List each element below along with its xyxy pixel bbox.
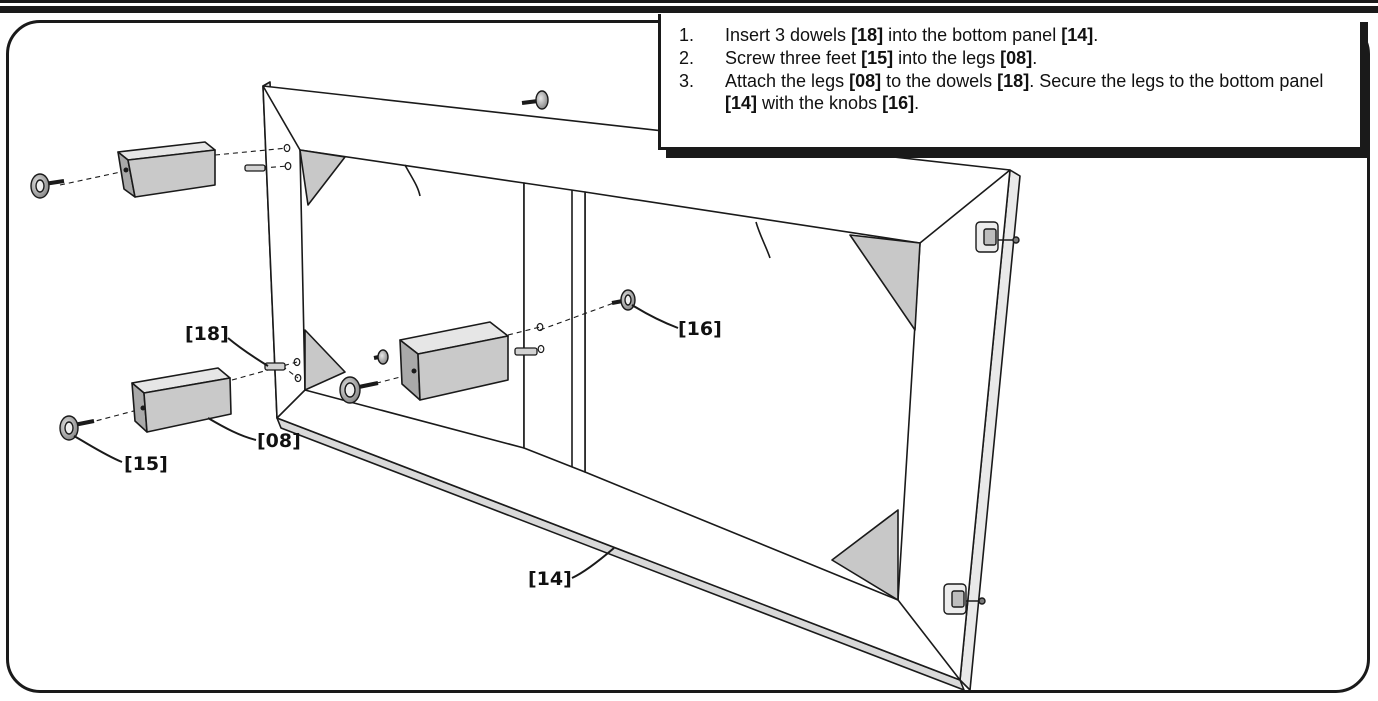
step-text-fragment: Insert 3 dowels [725, 25, 851, 45]
step-text: Insert 3 dowels [18] into the bottom pan… [725, 24, 1344, 46]
knob [612, 290, 635, 310]
dowel-hole [285, 163, 291, 170]
callout-bottom-panel-label: [14] [528, 568, 572, 590]
step-number: 3. [679, 70, 725, 114]
step-text-fragment: . [1093, 25, 1098, 45]
knob [340, 377, 378, 403]
instruction-step: 2.Screw three feet [15] into the legs [0… [679, 47, 1344, 69]
step-text-fragment: into the legs [893, 48, 1000, 68]
corner-block [300, 150, 345, 205]
step-text: Attach the legs [08] to the dowels [18].… [725, 70, 1344, 114]
part-reference: [18] [997, 71, 1029, 91]
bottom-panel [263, 82, 1020, 690]
instruction-step: 1.Insert 3 dowels [18] into the bottom p… [679, 24, 1344, 46]
step-text-fragment: Screw three feet [725, 48, 861, 68]
step-text-fragment: . [914, 93, 919, 113]
corner-block [305, 330, 345, 390]
step-text: Screw three feet [15] into the legs [08]… [725, 47, 1344, 69]
panel-cleat [405, 165, 420, 196]
step-text-fragment: with the knobs [757, 93, 882, 113]
panel-center-divider [524, 183, 585, 472]
panel-cleat [756, 222, 770, 258]
callout-leg-label: [08] [257, 430, 301, 452]
step-text-fragment: . Secure the legs to the bottom panel [1029, 71, 1323, 91]
step-text-fragment: to the dowels [881, 71, 997, 91]
corner-block [850, 235, 920, 330]
part-reference: [14] [1061, 25, 1093, 45]
step-text-fragment: . [1032, 48, 1037, 68]
part-reference: [16] [882, 93, 914, 113]
step-text-fragment: Attach the legs [725, 71, 849, 91]
foot [60, 416, 94, 440]
leg [400, 322, 508, 400]
foot [31, 174, 64, 198]
step-text-fragment: into the bottom panel [883, 25, 1061, 45]
part-reference: [08] [1000, 48, 1032, 68]
step-number: 1. [679, 24, 725, 46]
instruction-step: 3.Attach the legs [08] to the dowels [18… [679, 70, 1344, 114]
step-number: 2. [679, 47, 725, 69]
part-reference: [18] [851, 25, 883, 45]
part-reference: [08] [849, 71, 881, 91]
callout-foot-label: [15] [124, 453, 168, 475]
leg [118, 142, 215, 197]
knob [522, 91, 548, 109]
part-reference: [14] [725, 93, 757, 113]
callout-knob-label: [16] [678, 318, 722, 340]
part-reference: [15] [861, 48, 893, 68]
callout-dowel-label: [18] [185, 323, 229, 345]
knob [374, 350, 388, 364]
instructions-box: 1.Insert 3 dowels [18] into the bottom p… [658, 14, 1360, 150]
